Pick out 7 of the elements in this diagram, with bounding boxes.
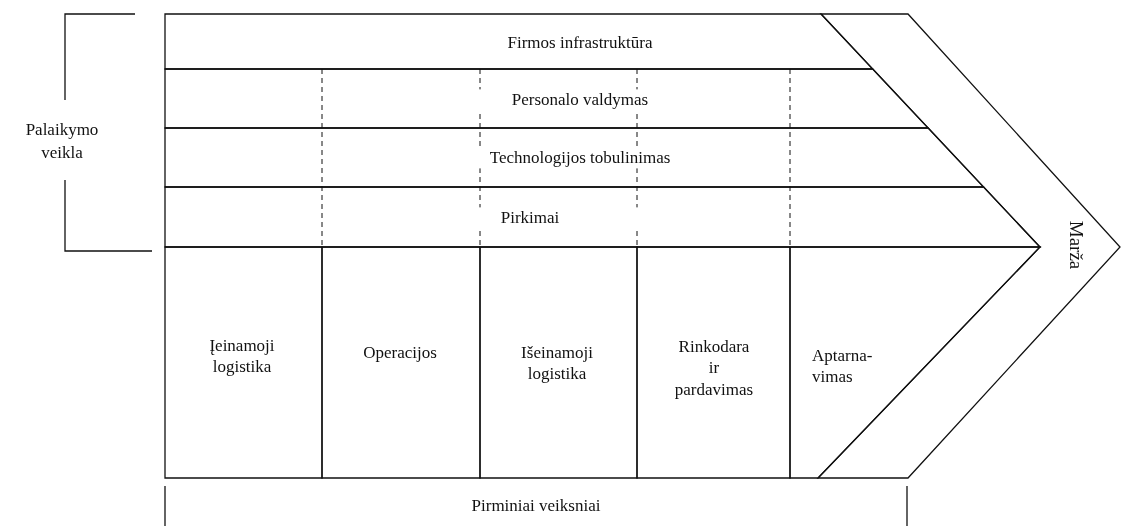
primary-activity-cell — [322, 247, 480, 478]
primary-activity-cell — [165, 247, 322, 478]
primary-activity-cell — [637, 247, 790, 478]
margin-label: Marža — [1065, 220, 1087, 270]
primary-activity-cell — [480, 247, 637, 478]
primary-activity-cell — [790, 247, 1040, 478]
support-activity-band — [165, 187, 1040, 247]
